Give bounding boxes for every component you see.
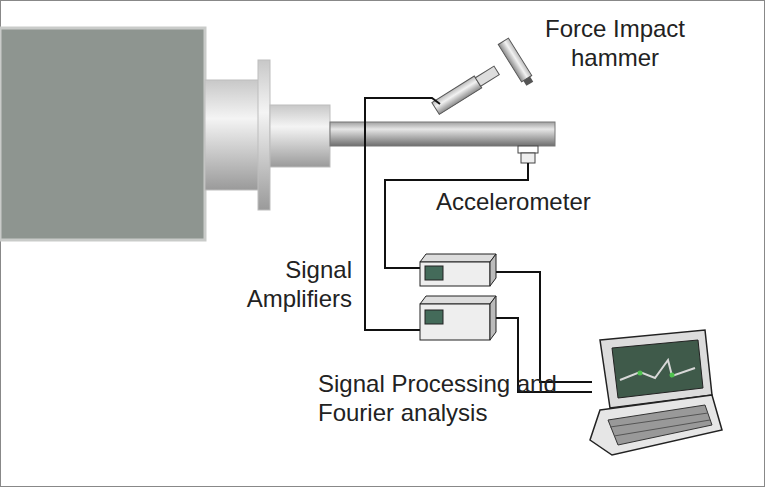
spindle (205, 80, 260, 190)
accelerometer-label: Accelerometer (436, 187, 626, 216)
amplifier-label: Signal Amplifiers (212, 255, 352, 313)
hammer-label: Force Impact hammer (535, 14, 695, 72)
hammer-head (498, 38, 535, 87)
signal-amplifier (420, 254, 496, 286)
accelerometer-base (518, 146, 538, 153)
impact-hammer (432, 64, 500, 114)
tool-bar (330, 122, 555, 146)
tool-holder (270, 105, 330, 167)
flange (258, 60, 270, 210)
signal-amplifier (420, 296, 496, 340)
machine-head (0, 28, 205, 240)
signal-cables (365, 98, 592, 392)
accelerometer (521, 153, 535, 163)
laptop (590, 330, 722, 455)
processing-label: Signal Processing and Fourier analysis (318, 369, 580, 427)
